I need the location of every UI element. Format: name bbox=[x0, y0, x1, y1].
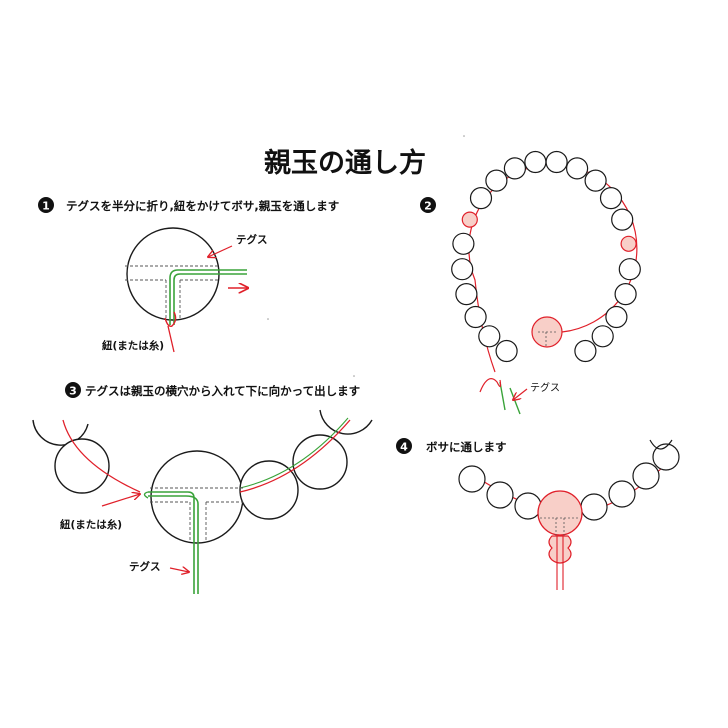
step-1-badge bbox=[38, 197, 54, 213]
step-2-bead bbox=[524, 150, 547, 174]
step-4-bead bbox=[458, 465, 486, 493]
step-2-bead bbox=[478, 325, 501, 348]
step-3-tegusu-pointer bbox=[169, 568, 189, 572]
step-3-number: 3 bbox=[69, 385, 77, 398]
step-2-bead bbox=[574, 339, 597, 363]
step-2: 2 テグス bbox=[420, 150, 641, 415]
step-3-badge bbox=[65, 382, 81, 398]
step-2-bead bbox=[451, 258, 474, 281]
speck bbox=[267, 318, 269, 320]
step-3-tegusu-right bbox=[239, 417, 349, 489]
step-4-caption: ボサに通します bbox=[426, 440, 507, 454]
step-2-bead bbox=[618, 258, 641, 281]
step-2-bead bbox=[591, 325, 614, 348]
step-4-main-bead-hole bbox=[540, 517, 580, 536]
step-4-bead bbox=[608, 480, 636, 508]
step-3-bead-left bbox=[54, 438, 110, 494]
step-2-tegusu-label: テグス bbox=[530, 381, 560, 394]
step-1-caption: テグスを半分に折り,紐をかけてボサ,親玉を通します bbox=[66, 199, 339, 213]
step-3-hole-dashes bbox=[150, 487, 243, 540]
step-1: 1 テグスを半分に折り,紐をかけてボサ,親玉を通します テグス 紐(または糸) bbox=[38, 197, 339, 353]
step-2-tegusu-pointer bbox=[513, 388, 528, 400]
step-3: 3 テグスは親玉の横穴から入れて下に向かって出します 紐(または糸) テグス bbox=[32, 382, 373, 594]
step-2-bead bbox=[584, 169, 607, 192]
step-4-bosa-knot bbox=[548, 535, 572, 564]
step-2-bead bbox=[469, 187, 493, 210]
step-4-bead bbox=[514, 492, 542, 520]
step-3-main-bead bbox=[150, 450, 244, 544]
step-1-himo-label: 紐(または糸) bbox=[102, 339, 164, 352]
step-2-tegusu-tails bbox=[499, 381, 521, 415]
step-4-partial-bead bbox=[649, 439, 673, 450]
step-1-cord-end bbox=[167, 325, 175, 353]
step-1-hole-dashes bbox=[125, 265, 218, 320]
step-3-cord-left bbox=[62, 419, 141, 493]
step-2-bead bbox=[611, 208, 634, 231]
step-2-spacer-bead bbox=[620, 235, 637, 252]
step-2-bead bbox=[464, 305, 487, 329]
step-1-tegusu-label: テグス bbox=[236, 233, 268, 246]
step-3-himo-label: 紐(または糸) bbox=[60, 518, 122, 531]
step-2-bead bbox=[485, 169, 508, 192]
step-2-cord-loop bbox=[479, 378, 502, 393]
page-title: 親玉の通し方 bbox=[264, 147, 426, 179]
step-2-bead bbox=[565, 157, 589, 180]
step-2-bead bbox=[495, 339, 518, 363]
step-4-bead bbox=[632, 462, 660, 490]
step-3-caption: テグスは親玉の横穴から入れて下に向かって出します bbox=[85, 384, 360, 398]
step-4-bead bbox=[580, 493, 608, 521]
step-4-main-bead bbox=[537, 490, 583, 536]
speck bbox=[353, 375, 355, 377]
step-2-bead bbox=[455, 283, 478, 306]
step-4-badge bbox=[396, 438, 412, 454]
step-1-tegusu-line-2 bbox=[173, 273, 247, 325]
step-4-number: 4 bbox=[400, 441, 408, 454]
step-3-cord-right bbox=[239, 419, 351, 493]
step-1-tegusu-line bbox=[169, 269, 247, 325]
speck bbox=[463, 135, 465, 137]
step-2-bead bbox=[599, 187, 623, 210]
step-3-tegusu-label: テグス bbox=[129, 560, 161, 573]
step-2-bead bbox=[605, 305, 628, 329]
step-3-bead-right-2 bbox=[292, 434, 348, 490]
step-4-bead bbox=[486, 481, 514, 509]
step-2-bracelet bbox=[451, 150, 641, 415]
step-1-number: 1 bbox=[42, 200, 50, 213]
step-4-cord-tails bbox=[556, 536, 564, 590]
step-3-partial-bead-left bbox=[32, 419, 89, 446]
step-2-bead bbox=[452, 232, 475, 255]
step-3-tegusu-loop bbox=[143, 491, 149, 499]
step-2-spacer-bead bbox=[461, 211, 478, 228]
step-3-himo-pointer bbox=[101, 494, 140, 507]
step-4: 4 ボサに通します bbox=[396, 438, 680, 590]
step-4-bead bbox=[652, 443, 680, 471]
step-3-tegusu-line-2 bbox=[148, 495, 199, 594]
step-2-main-bead-hole bbox=[538, 331, 556, 346]
step-2-badge bbox=[420, 197, 436, 213]
step-1-cord-loop bbox=[164, 311, 177, 328]
step-2-bead bbox=[503, 157, 527, 180]
step-2-bead bbox=[614, 283, 637, 306]
step-2-bead bbox=[545, 150, 568, 174]
step-2-number: 2 bbox=[424, 200, 432, 213]
step-4-bead-arc bbox=[458, 439, 680, 590]
step-3-partial-bead-right bbox=[319, 409, 373, 435]
step-1-tegusu-pointer bbox=[208, 245, 233, 257]
